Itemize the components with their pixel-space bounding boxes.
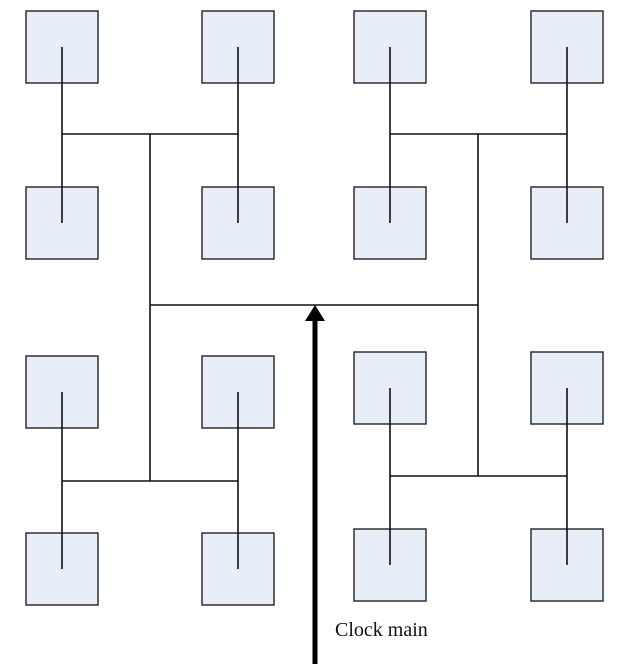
clock-wires	[61, 47, 568, 569]
clock-input-arrowhead	[305, 305, 325, 321]
clock-main-label: Clock main	[335, 619, 428, 641]
